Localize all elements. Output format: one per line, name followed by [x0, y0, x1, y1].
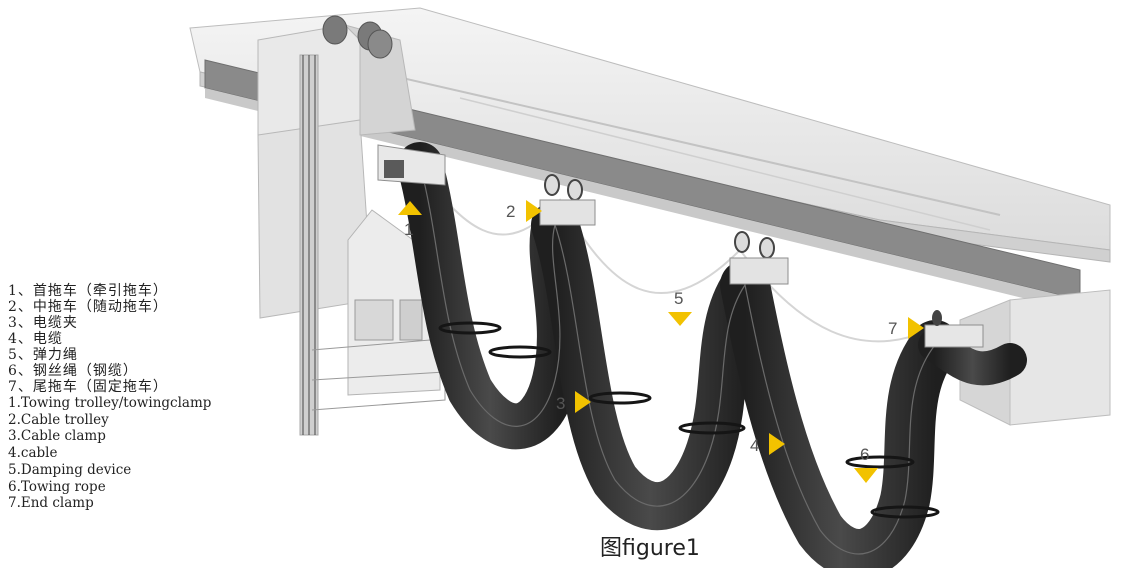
trolleys — [377, 144, 984, 348]
callout-6: 6 — [854, 445, 878, 483]
callout-2: 2 — [506, 200, 542, 222]
cable-trolley-2 — [539, 174, 596, 226]
crane-carriage — [257, 15, 446, 436]
legend-en-2: 2.Cable trolley — [8, 411, 109, 428]
legend-en-5: 5.Damping device — [8, 461, 132, 478]
callout-4-label: 4 — [750, 436, 759, 455]
callout-7: 7 — [888, 317, 924, 339]
legend-cn-6: 6、钢丝绳（钢缆） — [8, 363, 138, 379]
figure-caption: 图figure1 — [600, 536, 700, 561]
callout-2-label: 2 — [506, 202, 515, 221]
legend: 1、首拖车（牵引拖车） 2、中拖车（随动拖车） 3、电缆夹 4、电缆 5、弹力绳… — [8, 283, 211, 512]
callout-5-label: 5 — [674, 289, 683, 308]
callout-5: 5 — [668, 289, 692, 326]
end-clamp-trolley — [924, 310, 984, 348]
legend-en-7: 7.End clamp — [8, 495, 94, 512]
legend-cn-1: 1、首拖车（牵引拖车） — [8, 283, 168, 299]
callout-7-label: 7 — [888, 319, 897, 338]
legend-cn-2: 2、中拖车（随动拖车） — [8, 299, 168, 315]
legend-cn-3: 3、电缆夹 — [8, 315, 78, 331]
callout-markers: 1 2 5 3 4 6 7 — [398, 200, 924, 483]
callout-1: 1 — [398, 201, 422, 239]
legend-en-6: 6.Towing rope — [8, 478, 106, 495]
callout-1-label: 1 — [404, 220, 413, 239]
festoon-cable — [397, 142, 1027, 568]
legend-cn-4: 4、电缆 — [8, 331, 63, 347]
legend-cn-7: 7、尾拖车（固定拖车） — [8, 379, 168, 395]
legend-cn-5: 5、弹力绳 — [8, 347, 78, 363]
callout-3: 3 — [556, 391, 591, 413]
callout-3-label: 3 — [556, 394, 565, 413]
legend-en-4: 4.cable — [8, 445, 58, 462]
cable-clamps — [438, 321, 940, 519]
cable-trolley-mid — [729, 231, 789, 285]
damping-rope — [419, 169, 931, 343]
legend-en-1: 1.Towing trolley/towingclamp — [8, 395, 212, 411]
legend-en-3: 3.Cable clamp — [8, 428, 106, 445]
callout-6-label: 6 — [860, 445, 869, 464]
callout-4: 4 — [750, 433, 785, 455]
towing-trolley — [377, 144, 446, 186]
